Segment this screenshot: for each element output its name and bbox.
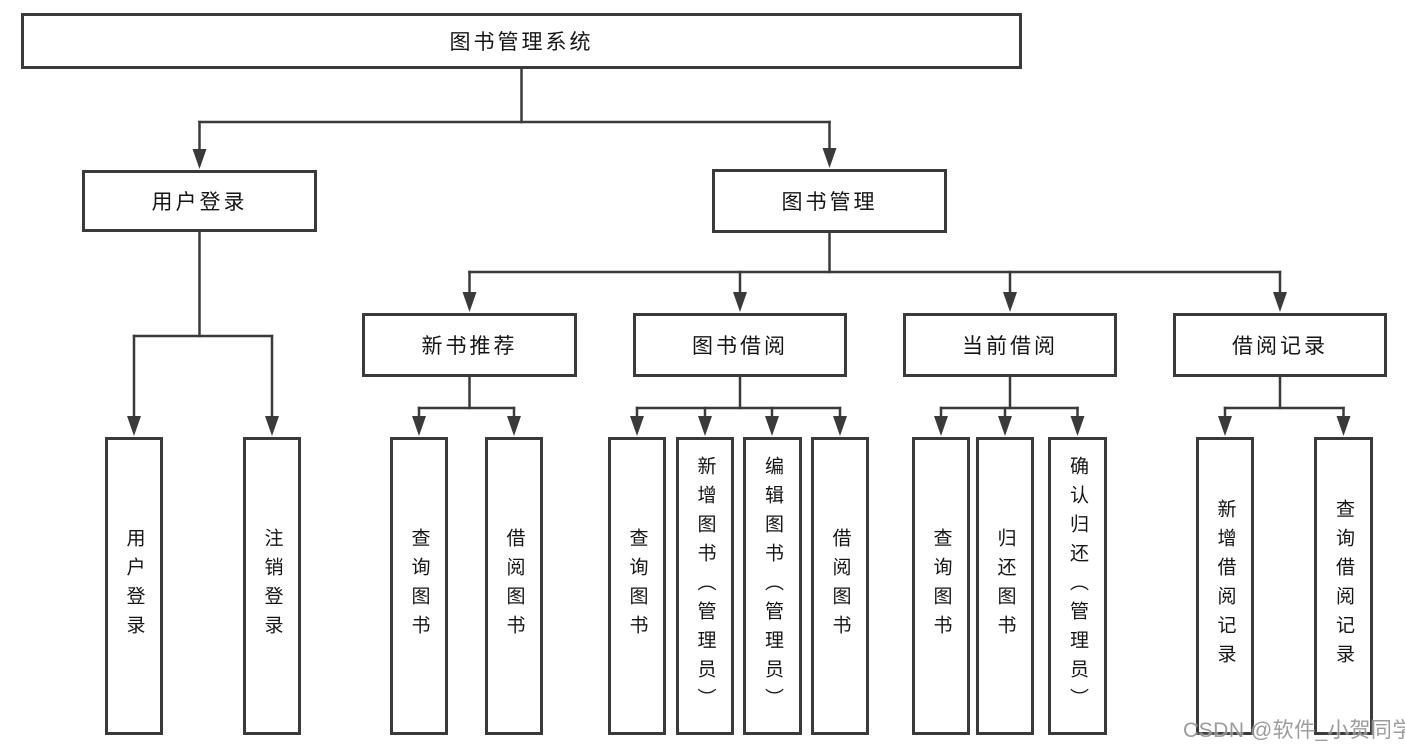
node-borrow-records: 借阅记录	[1173, 313, 1387, 377]
leaf-logout: 注销登录	[243, 437, 301, 735]
arrowhead-icons	[127, 148, 1351, 436]
node-current-borrow: 当前借阅	[903, 313, 1117, 377]
leaf-add-borrow-record: 新增借阅记录	[1196, 437, 1254, 735]
leaf-add-books-admin: 新增图书（管理员）	[676, 437, 734, 735]
leaf-edit-books-admin: 编辑图书（管理员）	[743, 437, 802, 735]
leaf-borrow-books: 借阅图书	[811, 437, 869, 735]
leaf-query-borrow-record: 查询借阅记录	[1314, 437, 1373, 735]
leaf-user-login: 用户登录	[105, 437, 163, 735]
leaf-return-books: 归还图书	[976, 437, 1034, 735]
leaf-borrow-query-books: 查询图书	[608, 437, 666, 735]
node-new-book-recommend: 新书推荐	[362, 313, 577, 377]
leaf-recommend-borrow-books: 借阅图书	[485, 437, 543, 735]
csdn-watermark: CSDN @软件_小贺同学	[1183, 719, 1405, 742]
node-book-borrow: 图书借阅	[633, 313, 847, 377]
leaf-current-query-books: 查询图书	[912, 437, 970, 735]
node-book-management-branch: 图书管理	[712, 169, 947, 233]
node-user-login-branch: 用户登录	[82, 170, 317, 232]
leaf-recommend-query-books: 查询图书	[390, 437, 448, 735]
leaf-confirm-return-admin: 确认归还（管理员）	[1048, 437, 1107, 735]
node-root-system: 图书管理系统	[21, 13, 1022, 69]
